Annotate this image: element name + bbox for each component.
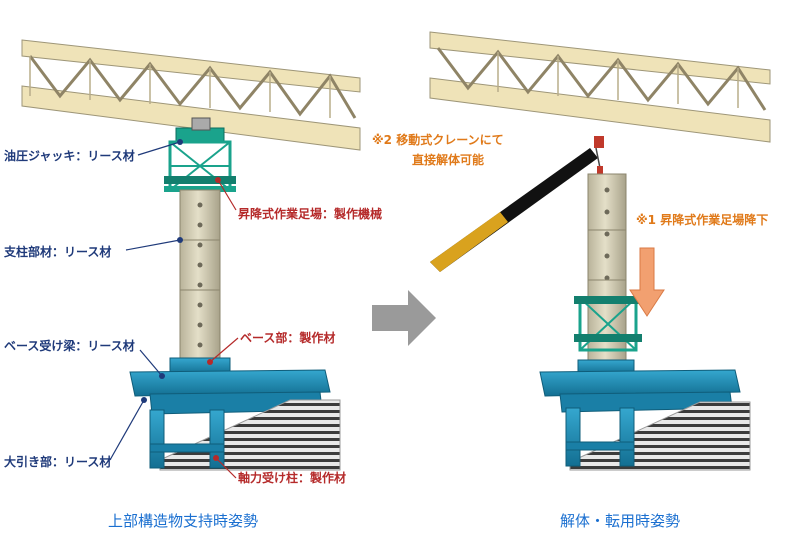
left-scaffold	[164, 140, 236, 192]
transition-arrow	[372, 290, 436, 346]
left-truss	[21, 39, 361, 151]
mobile-crane-boom	[430, 136, 604, 272]
label-hydraulic-jack: 油圧ジャッキ：リース材	[4, 149, 135, 163]
label-base-receiving-beam: ベース受け梁：リース材	[4, 339, 135, 353]
left-caption: 上部構造物支持時姿勢	[108, 512, 259, 530]
label-lifting-scaffold: 昇降式作業足場：製作機械	[238, 207, 383, 221]
left-leader-lines	[109, 139, 239, 479]
right-stairs	[569, 401, 751, 471]
scaffold-lowering-arrow	[629, 247, 665, 317]
right-caption: 解体・転用時姿勢	[560, 512, 681, 530]
label-base-part: ベース部：製作材	[240, 331, 336, 345]
right-scaffold-lowered	[574, 296, 642, 352]
left-column	[179, 189, 221, 361]
left-large-pulling-part	[149, 409, 225, 469]
label-mobile-crane-note-1: ※2 移動式クレーンにて	[372, 133, 504, 147]
label-mobile-crane-note-2: 直接解体可能	[412, 153, 485, 167]
label-axial-support-column: 軸力受け柱：製作材	[238, 471, 347, 485]
label-large-pulling-part: 大引き部：リース材	[4, 455, 112, 469]
right-column	[587, 173, 627, 365]
right-truss	[429, 31, 771, 143]
right-support-legs	[565, 407, 635, 467]
label-scaffold-lowering-note: ※1 昇降式作業足場降下	[636, 213, 769, 227]
label-column-member: 支柱部材：リース材	[4, 245, 112, 259]
